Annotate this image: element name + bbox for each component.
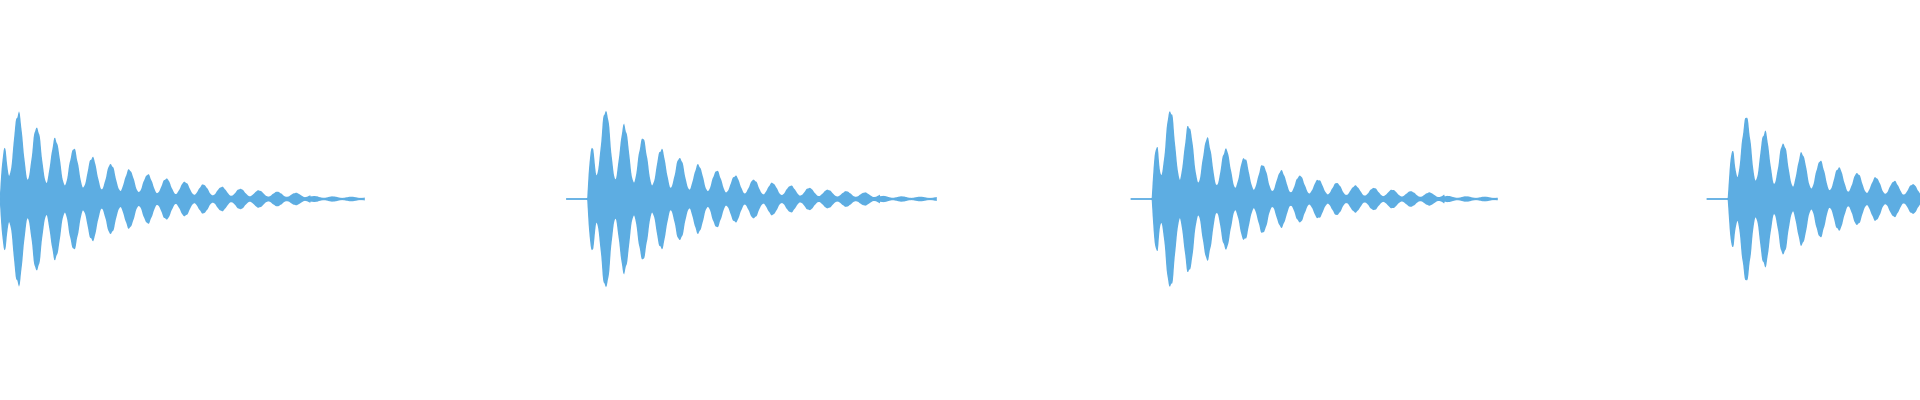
- waveform-burst-4: [1706, 117, 1920, 281]
- waveform-burst-3: [1130, 111, 1498, 287]
- waveform-burst-2: [566, 110, 937, 288]
- waveform-burst-1: [0, 111, 365, 287]
